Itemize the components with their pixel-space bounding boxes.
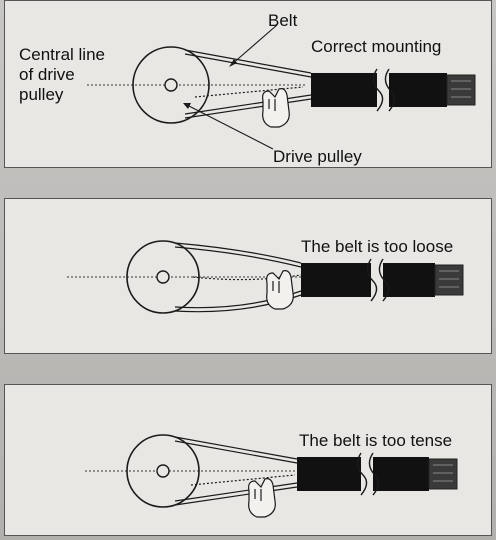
- motor-icon: [301, 263, 464, 297]
- motor-icon: [311, 73, 476, 107]
- panel-too-tense: The belt is too tense: [4, 384, 492, 536]
- label-correct-mounting: Correct mounting: [311, 37, 442, 56]
- belt-shape: [184, 49, 312, 119]
- pulley-icon: [126, 434, 200, 508]
- label-too-loose: The belt is too loose: [301, 237, 454, 256]
- diagram-too-tense: [85, 434, 458, 518]
- break-mark-icon: [366, 258, 390, 302]
- break-mark-icon: [356, 452, 380, 496]
- motor-icon: [297, 457, 458, 491]
- pulley-icon: [132, 46, 210, 124]
- hand-icon: [266, 270, 294, 310]
- diagram-correct-mounting: [87, 24, 476, 150]
- leader-drive-pulley: [186, 104, 274, 150]
- label-belt: Belt: [268, 11, 298, 30]
- belt-shape: [174, 436, 298, 506]
- hand-icon: [262, 88, 290, 128]
- pulley-icon: [126, 240, 200, 314]
- break-mark-icon: [372, 68, 396, 112]
- leader-belt-arrow: [229, 59, 237, 67]
- leader-drive-arrow: [183, 103, 191, 109]
- panel-too-loose: The belt is too loose: [4, 198, 492, 354]
- diagram-too-loose: [67, 240, 464, 314]
- label-too-tense: The belt is too tense: [299, 431, 453, 450]
- hand-icon: [248, 478, 276, 518]
- leader-belt: [230, 24, 278, 66]
- panel-correct-mounting: Central line of drive pulley Belt Correc…: [4, 0, 492, 168]
- label-central-line: Central line of drive pulley: [19, 45, 105, 104]
- label-drive-pulley: Drive pulley: [273, 147, 362, 166]
